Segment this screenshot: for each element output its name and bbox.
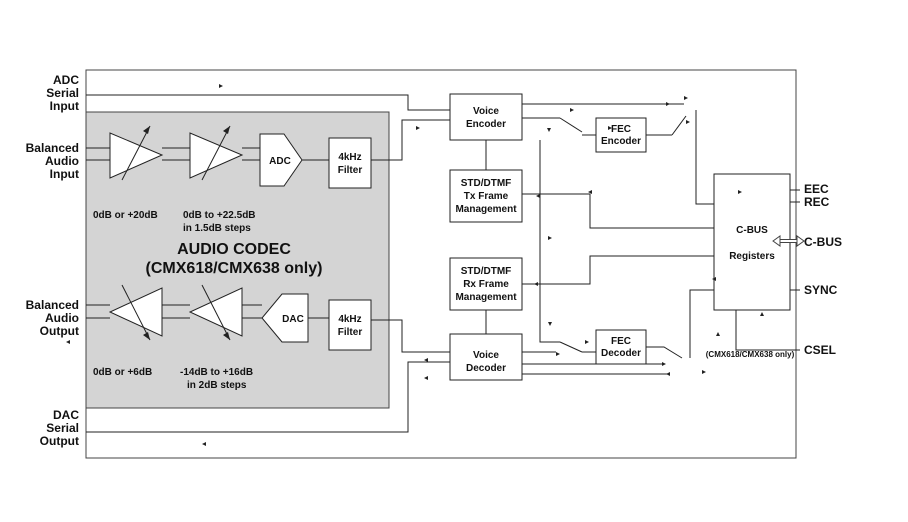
double-arrow-icon [772,235,805,247]
svg-text:STD/DTMF: STD/DTMF [461,266,512,277]
pin-dac-serial-output: DAC Serial Output [40,408,80,448]
svg-text:Filter: Filter [338,165,363,176]
input-gain-1-label: 0dB or +20dB [93,210,158,221]
svg-text:Decoder: Decoder [601,348,641,359]
output-amplifier-2 [188,284,243,341]
svg-text:Management: Management [455,292,517,303]
voice-decoder-block: Voice Decoder [449,333,523,381]
pin-csel: CSEL [804,343,836,357]
svg-text:Encoder: Encoder [466,119,506,130]
pin-adc-serial-input: ADC Serial Input [46,73,79,113]
svg-text:Output: Output [40,324,79,338]
svg-text:-14dB to +16dB: -14dB to +16dB [180,367,253,378]
svg-text:Audio: Audio [45,154,79,168]
svg-text:0dB or +6dB: 0dB or +6dB [93,367,152,378]
svg-text:0dB or +20dB: 0dB or +20dB [93,210,158,221]
adc-block: ADC [259,133,303,187]
filter-in-block: 4kHz Filter [328,137,372,189]
svg-text:Serial: Serial [46,86,79,100]
svg-text:Output: Output [40,434,79,448]
svg-text:STD/DTMF: STD/DTMF [461,178,512,189]
tx-frame-block: STD/DTMF Tx Frame Management [449,169,523,223]
svg-text:Tx Frame: Tx Frame [464,191,509,202]
input-amplifier-1 [109,125,164,181]
svg-text:Registers: Registers [729,251,775,262]
svg-text:Serial: Serial [46,421,79,435]
fec-decoder-block: FEC Decoder [595,329,647,365]
fec-encoder-block: FEC Encoder [595,117,647,153]
svg-text:Decoder: Decoder [466,363,506,374]
pin-balanced-audio-input: Balanced Audio Input [26,141,79,181]
svg-text:Balanced: Balanced [26,298,79,312]
pin-eec: EEC [804,182,829,196]
input-amplifier-2 [189,125,244,181]
svg-text:Balanced: Balanced [26,141,79,155]
signal-markers [66,84,764,446]
filter-out-block: 4kHz Filter [328,299,372,351]
dac-block: DAC [261,293,309,343]
output-gain-1-label: 0dB or +6dB [93,367,152,378]
pin-cbus: C-BUS [804,235,842,249]
svg-text:Management: Management [455,204,517,215]
svg-text:DAC: DAC [53,408,79,422]
svg-text:Voice: Voice [473,350,499,361]
svg-text:4kHz: 4kHz [338,152,361,163]
svg-text:Voice: Voice [473,106,499,117]
svg-text:ADC: ADC [269,156,291,167]
svg-text:DAC: DAC [282,314,304,325]
svg-text:Rx Frame: Rx Frame [463,279,509,290]
svg-text:Input: Input [50,99,79,113]
svg-text:4kHz: 4kHz [338,314,361,325]
svg-text:in 2dB steps: in 2dB steps [187,380,247,391]
svg-text:0dB to +22.5dB: 0dB to +22.5dB [183,210,256,221]
output-amplifier-1 [108,284,163,341]
codec-subtitle: (CMX618/CMX638 only) [146,260,323,277]
pin-rec: REC [804,195,830,209]
svg-text:FEC: FEC [611,124,631,135]
svg-text:in 1.5dB steps: in 1.5dB steps [183,223,251,234]
svg-text:ADC: ADC [53,73,79,87]
output-gain-2-label: -14dB to +16dB in 2dB steps [180,367,253,391]
pin-sync: SYNC [804,283,838,297]
codec-title: AUDIO CODEC [177,241,291,258]
pin-balanced-audio-output: Balanced Audio Output [26,298,79,338]
voice-encoder-block: Voice Encoder [449,93,523,141]
svg-text:FEC: FEC [611,336,631,347]
csel-note: (CMX618/CMX638 only) [706,350,795,359]
svg-text:Audio: Audio [45,311,79,325]
input-gain-2-label: 0dB to +22.5dB in 1.5dB steps [183,210,256,234]
svg-text:Filter: Filter [338,327,363,338]
svg-text:Encoder: Encoder [601,136,641,147]
svg-text:C-BUS: C-BUS [736,225,768,236]
rx-frame-block: STD/DTMF Rx Frame Management [449,257,523,311]
svg-text:Input: Input [50,167,79,181]
